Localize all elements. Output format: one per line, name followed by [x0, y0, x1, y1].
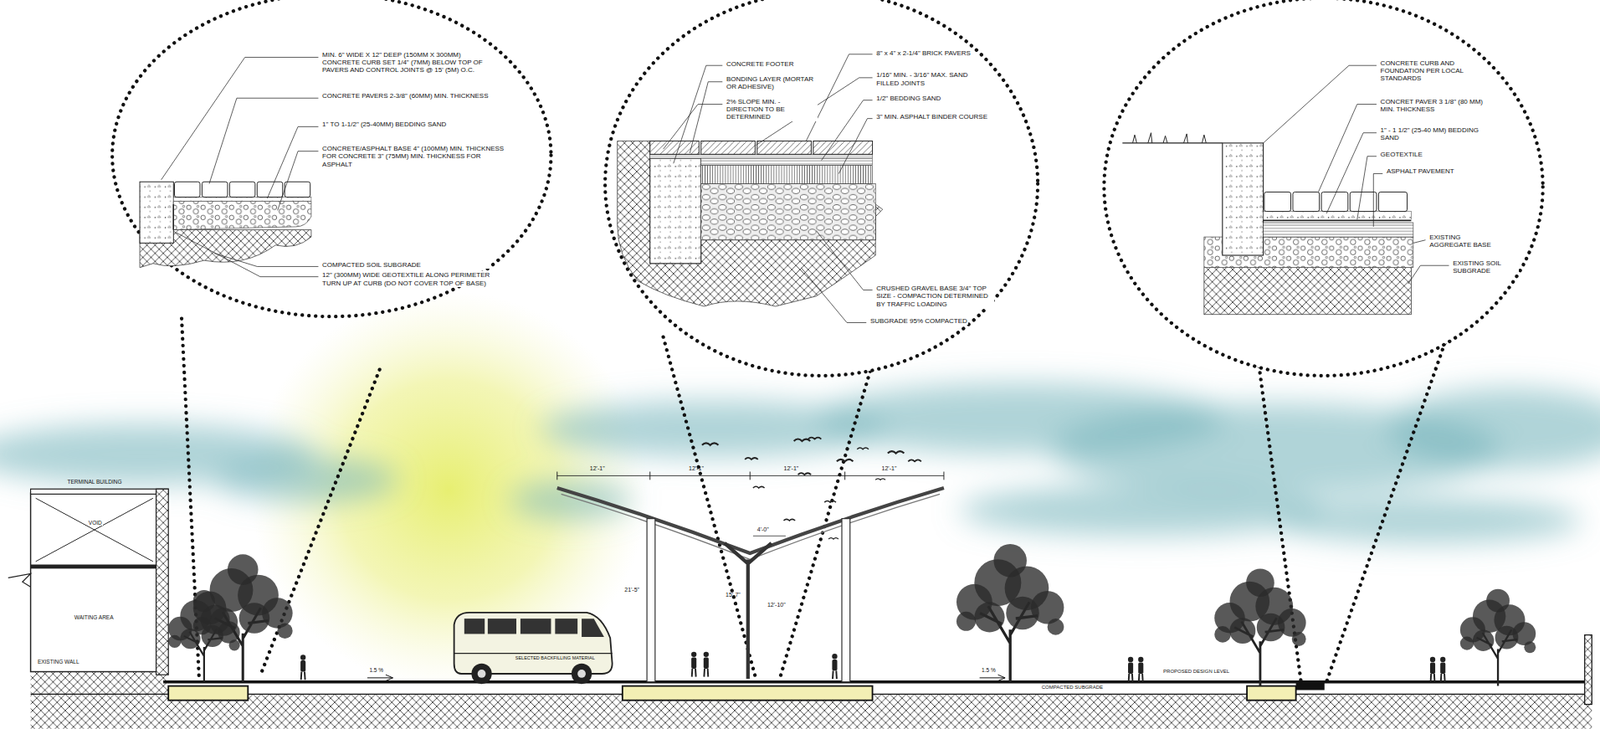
callout-label: COMPACTED SOIL SUBGRADE	[321, 261, 491, 269]
section-label: SELECTED BACKFILLING MATERIAL	[515, 655, 595, 661]
slope-label: 1.5 %	[369, 666, 384, 673]
callout-label: GEOTEXTILE	[1379, 150, 1424, 159]
section-label: EXISTING WALL	[36, 658, 81, 665]
dimension-label: 12'-1"	[589, 465, 606, 472]
callout-label: MIN. 6" WIDE X 12" DEEP (150MM X 300MM) …	[321, 51, 491, 75]
dimension-label: 4'-0"	[757, 526, 770, 534]
person	[300, 651, 1446, 683]
callout-label: EXISTING AGGREGATE BASE	[1428, 233, 1504, 249]
callout-label: CONCRETE CURB AND FOUNDATION PER LOCAL S…	[1379, 59, 1481, 83]
callout-label: SUBGRADE 95% COMPACTED	[869, 317, 969, 325]
section-label: TERMINAL BUILDING	[66, 478, 122, 485]
bird	[702, 437, 922, 539]
section-label: PROPOSED DESIGN LEVEL	[1163, 668, 1230, 675]
callout-label: CONCRETE FOOTER	[725, 60, 828, 68]
detail-circle	[112, 0, 1544, 376]
tree	[168, 543, 1536, 686]
callout-label: 1/2" BEDDING SAND	[875, 94, 995, 103]
callout-label: 1" - 1 1/2" (25-40 MM) BEDDING SAND	[1379, 126, 1491, 142]
ground-section	[30, 635, 1593, 729]
callout-label: 2% SLOPE MIN. - DIRECTION TO BE DETERMIN…	[725, 97, 818, 122]
callout-label: ASPHALT PAVEMENT	[1385, 167, 1456, 175]
callout-label: 3" MIN. ASPHALT BINDER COURSE	[875, 112, 1013, 121]
section-label: VOID	[87, 519, 103, 526]
section-label: COMPACTED SUBGRADE	[1041, 684, 1104, 691]
dimension-label: 12'-10"	[767, 601, 786, 609]
callout-label: 1/16" MIN. - 3/16" MAX. SAND FILLED JOIN…	[875, 71, 990, 87]
callout-label: EXISTING SOIL SUBGRADE	[1451, 259, 1519, 275]
paving-detail-1	[139, 56, 318, 277]
slope-label: 1.5 %	[981, 666, 996, 673]
dimension-label: 21'-5"	[624, 586, 640, 594]
dimension-label: 12'-1"	[882, 465, 898, 472]
callout-label: CRUSHED GRAVEL BASE 3/4" TOP SIZE - COMP…	[875, 284, 995, 308]
callout-label: CONCRETE PAVERS 2-3/8" (60MM) MIN. THICK…	[321, 92, 491, 100]
section-label: WAITING AREA	[73, 614, 115, 621]
callout-label: BONDING LAYER (MORTAR OR ADHESIVE)	[725, 75, 826, 91]
callout-label: CONCRETE/ASPHALT BASE 4" (100MM) MIN. TH…	[321, 144, 512, 169]
callout-label: 12" (300MM) WIDE GEOTEXTILE ALONG PERIME…	[321, 271, 499, 287]
dimension-label: 15'-7"	[725, 591, 741, 599]
paving-detail-2	[617, 54, 883, 324]
dimension-label: 12'-1"	[783, 465, 799, 472]
callout-label: 8" x 4" x 2-1/4" BRICK PAVERS	[875, 49, 974, 57]
canopy-structure	[557, 471, 944, 683]
van	[454, 612, 613, 684]
callout-label: CONCRET PAVER 3 1/8" (80 MM) MIN. THICKN…	[1379, 97, 1487, 113]
terminal-building	[8, 488, 169, 675]
callout-label: 1" TO 1-1/2" (25-40MM) BEDDING SAND	[321, 120, 449, 129]
dimension-label: 12'-1"	[688, 465, 704, 472]
